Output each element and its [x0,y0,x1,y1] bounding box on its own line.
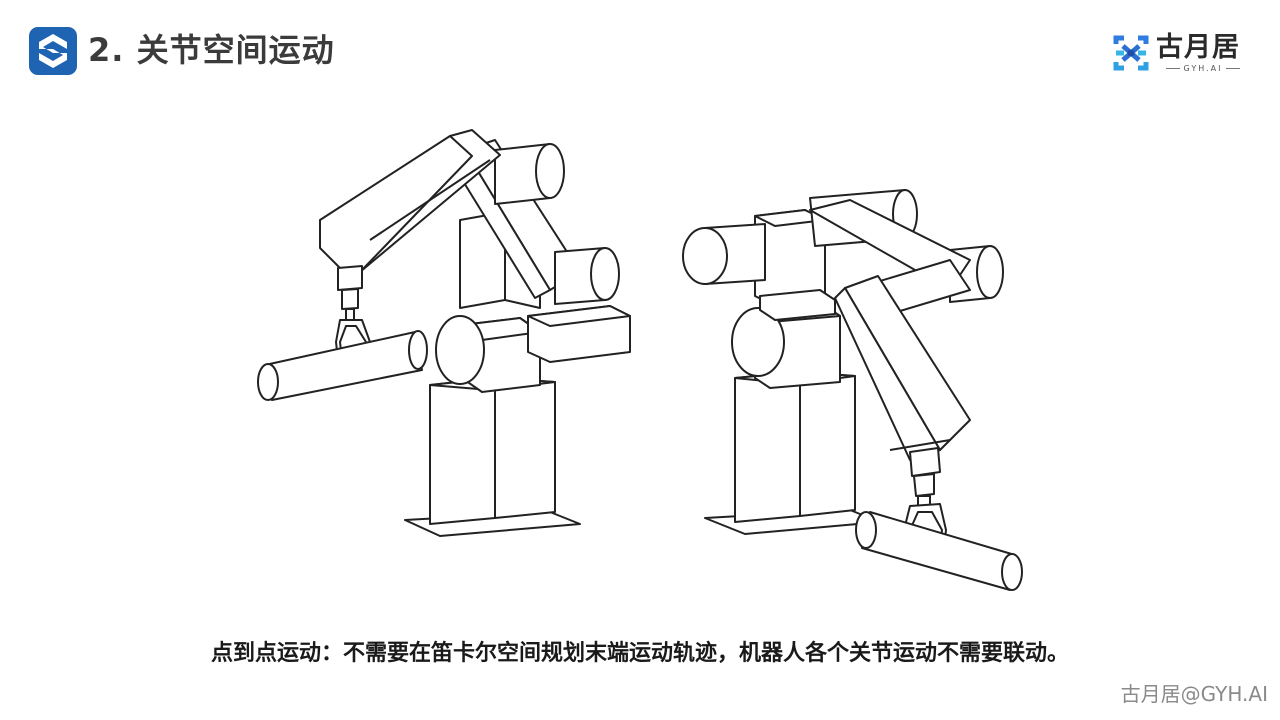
brand-mark-icon [1113,35,1149,71]
robot-arm-illustration [257,129,1023,591]
brand-name: 古月居 [1156,32,1240,63]
brand-subtitle: GYH.AI [1158,64,1248,73]
left-robot [257,129,631,537]
brand-logo: 古月居 GYH.AI [1110,32,1250,74]
watermark-text: 古月居@GYH.AI [1120,682,1268,706]
right-robot [682,189,1023,591]
page-title: 2. 关节空间运动 [88,31,335,69]
caption-text: 点到点运动：不需要在笛卡尔空间规划末端运动轨迹，机器人各个关节运动不需要联动。 [210,641,1069,666]
title-logo-icon [29,27,77,75]
